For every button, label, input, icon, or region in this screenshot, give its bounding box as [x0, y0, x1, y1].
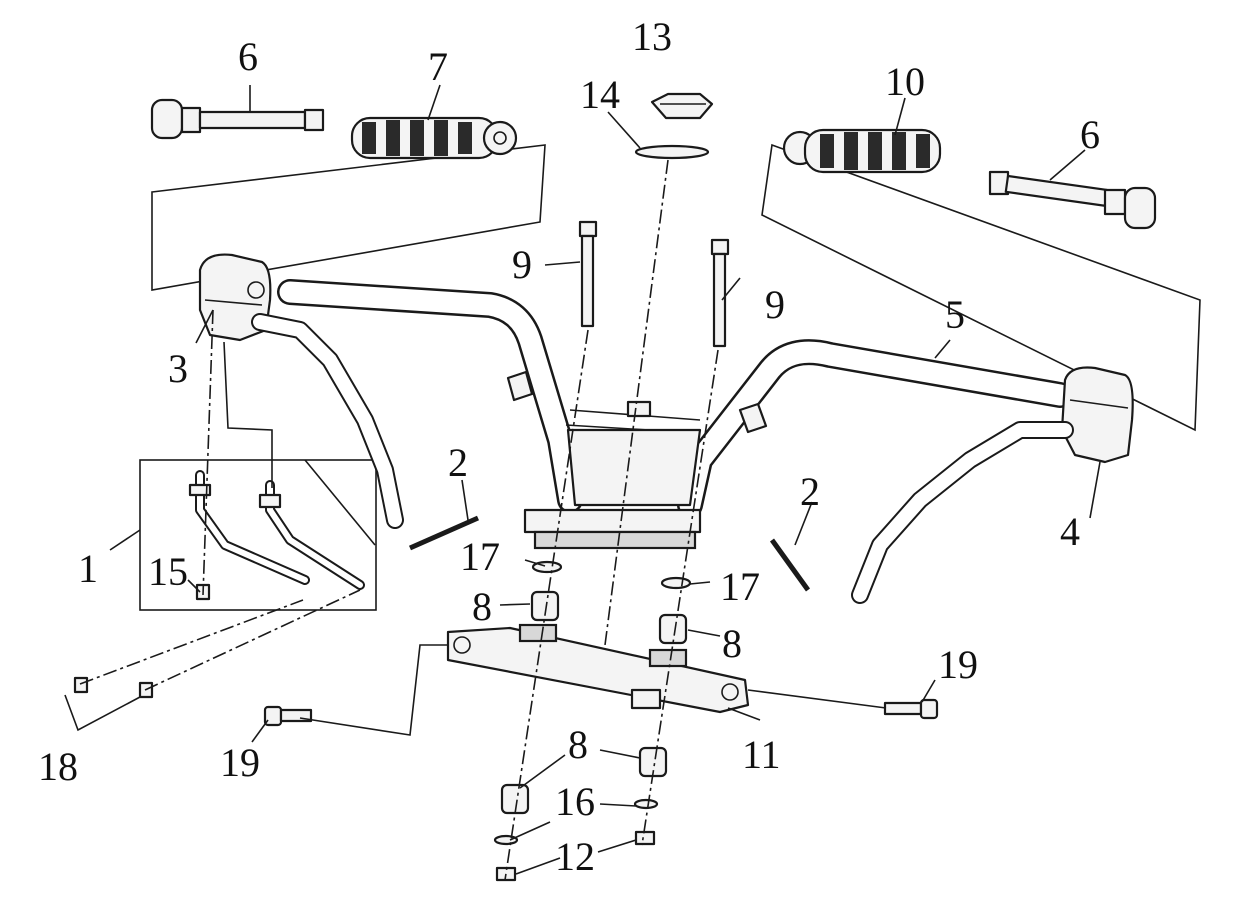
callout-5: 5 — [945, 292, 965, 337]
callout-2-right: 2 — [800, 469, 820, 514]
cable-assembly-frame — [139, 459, 377, 611]
callout-6-left: 6 — [238, 34, 258, 79]
callout-16: 16 — [555, 779, 595, 824]
callout-8-lower: 8 — [568, 722, 588, 767]
callout-13: 13 — [632, 14, 672, 59]
axis-right — [641, 349, 719, 846]
screw-18-a — [73, 676, 89, 694]
callout-1: 1 — [78, 546, 98, 591]
axis-cable-18b — [144, 589, 361, 691]
callout-17-left: 17 — [460, 534, 500, 579]
callout-19-right: 19 — [938, 642, 978, 687]
callout-10: 10 — [885, 59, 925, 104]
axis-left — [504, 329, 589, 881]
cable-fittings — [188, 470, 365, 601]
top-washer — [634, 144, 710, 160]
washer-16-right — [633, 798, 659, 810]
right-grip-assembly-frame — [761, 143, 1201, 432]
left-grip — [350, 116, 518, 160]
left-bar-end-weight — [150, 98, 325, 140]
left-grip-assembly-frame — [151, 144, 546, 291]
right-switch-housing — [851, 366, 1134, 604]
bolt-9-right — [710, 238, 730, 348]
callout-9-left: 9 — [512, 242, 532, 287]
top-nut — [650, 92, 714, 120]
bolt-19-right — [883, 698, 939, 720]
right-bar-end-weight — [988, 170, 1157, 230]
callout-14: 14 — [580, 72, 620, 117]
callout-8-upper-right: 8 — [722, 621, 742, 666]
right-grip — [782, 128, 942, 174]
callout-7: 7 — [428, 44, 448, 89]
callout-15: 15 — [148, 549, 188, 594]
bushing-8-upper-left — [530, 590, 560, 622]
washer-17-right — [660, 576, 692, 590]
callout-11: 11 — [742, 732, 781, 777]
callout-19-left: 19 — [220, 740, 260, 785]
axis-cable-left — [202, 309, 214, 596]
callout-3: 3 — [168, 346, 188, 391]
axis-cable-18 — [79, 599, 304, 685]
callout-9-right: 9 — [765, 282, 785, 327]
bushing-8-upper-right — [658, 613, 688, 645]
washer-16-left — [493, 834, 519, 846]
pin-2-right — [769, 538, 811, 592]
axis-center — [604, 159, 669, 646]
handlebar-tube — [277, 279, 1073, 550]
callout-18: 18 — [38, 744, 78, 789]
callout-4: 4 — [1060, 509, 1080, 554]
leader-lines — [64, 84, 1101, 875]
callout-6-right: 6 — [1080, 112, 1100, 157]
bolt-9-left — [578, 220, 598, 328]
callout-12: 12 — [555, 834, 595, 879]
callout-2-left: 2 — [448, 440, 468, 485]
lower-clamp — [446, 623, 750, 714]
bolt-19-left — [263, 705, 313, 727]
callout-17-right: 17 — [720, 564, 760, 609]
left-switch-housing — [198, 253, 404, 529]
pin-2-left — [408, 515, 480, 551]
callout-8-upper-left: 8 — [472, 584, 492, 629]
nut-12-right — [634, 830, 656, 846]
